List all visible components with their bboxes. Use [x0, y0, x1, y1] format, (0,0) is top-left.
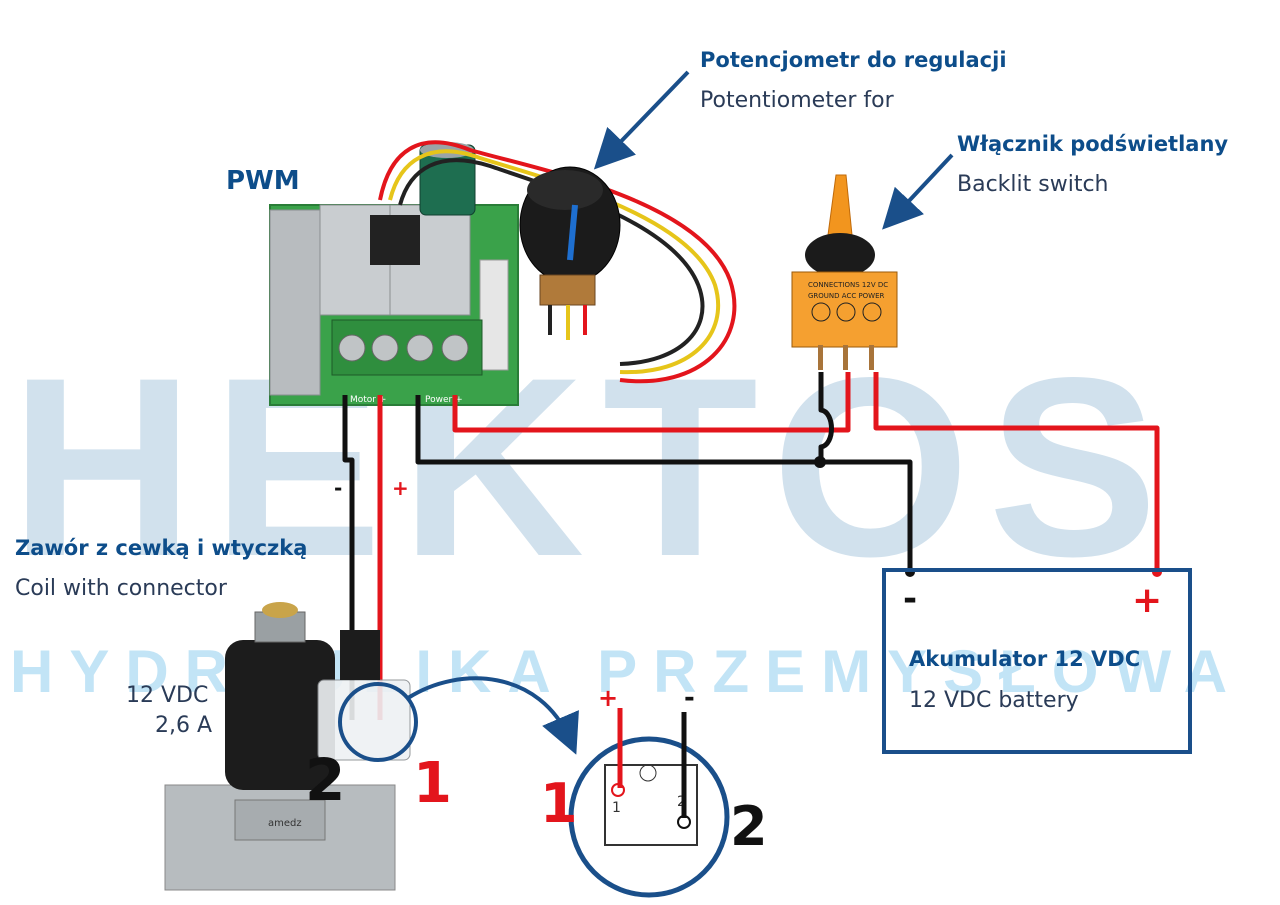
switch-plate-labels: GROUND ACC POWER	[808, 292, 885, 300]
valve-voltage: 12 VDC	[126, 683, 209, 708]
valve-coil: amedz	[164, 602, 411, 891]
wires	[342, 372, 1160, 720]
switch-plate-text: CONNECTIONS 12V DC	[808, 281, 888, 289]
valve-current: 2,6 A	[155, 713, 213, 738]
motor-plus-label: +	[392, 476, 409, 500]
terminal-block	[331, 319, 483, 376]
valve-brand: amedz	[268, 818, 302, 829]
detail-arrow	[406, 676, 579, 755]
switch-arrow	[882, 153, 954, 230]
terminal-motor-label: Motor +	[350, 395, 386, 405]
potentiometer-title-en: Potentiometer for	[700, 88, 894, 113]
backlit-switch: CONNECTIONS 12V DC GROUND ACC POWER	[791, 174, 898, 370]
detail-inner-1: 1	[612, 800, 621, 816]
terminal-power-label: Power +	[425, 395, 463, 405]
battery-title-pl: Akumulator 12 VDC	[909, 647, 1141, 671]
battery-box	[882, 568, 1192, 754]
detail-minus-label: -	[684, 683, 695, 713]
battery-title-en: 12 VDC battery	[909, 688, 1079, 713]
detail-pin-2-label: 2	[730, 795, 768, 858]
potentiometer-arrow	[593, 70, 690, 170]
watermark-tagline: HYDRAULIKA PRZEMYSŁOWA	[10, 638, 1243, 705]
battery-minus-sign: -	[903, 579, 917, 619]
connector-detail: 1 2	[568, 708, 730, 898]
pwm-board: Motor + Power +	[269, 140, 737, 406]
valve-title-en: Coil with connector	[15, 576, 227, 601]
watermark: HEKTOS HYDRAULIKA PRZEMYSŁOWA	[10, 325, 1243, 705]
junction-dot	[814, 456, 826, 468]
valve-pin-2-label: 2	[305, 746, 345, 814]
detail-inner-2: 2	[677, 794, 686, 810]
watermark-brand: HEKTOS	[10, 325, 1176, 610]
detail-pin-1-label: 1	[540, 772, 578, 835]
detail-plus-label: +	[598, 684, 618, 712]
valve-title-pl: Zawór z cewką i wtyczką	[15, 536, 308, 560]
battery-plus-sign: +	[1132, 580, 1162, 621]
potentiometer	[519, 166, 621, 340]
motor-minus-label: -	[334, 476, 342, 500]
potentiometer-title-pl: Potencjometr do regulacji	[700, 48, 1007, 72]
switch-title-pl: Włącznik podświetlany	[957, 132, 1229, 156]
connector-highlight-circle	[338, 682, 418, 762]
valve-pin-1-label: 1	[413, 751, 452, 816]
switch-title-en: Backlit switch	[957, 172, 1109, 197]
pwm-title: PWM	[226, 166, 300, 196]
